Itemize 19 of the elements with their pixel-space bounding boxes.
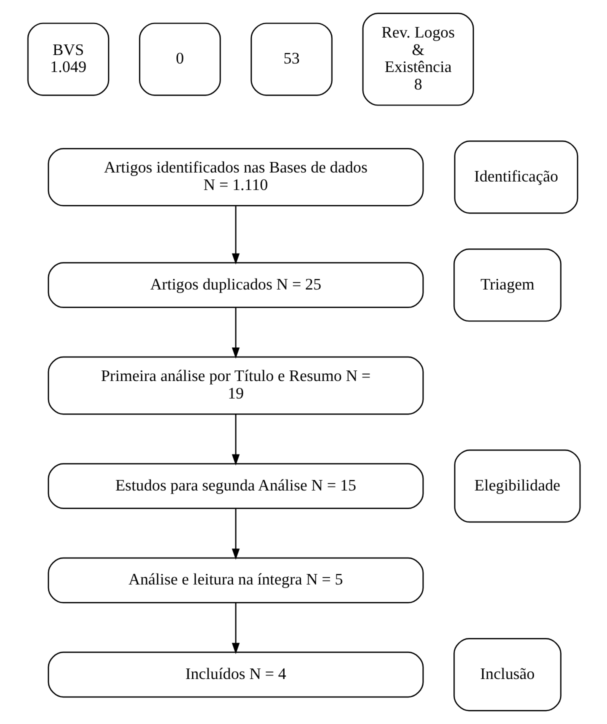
node-box: BVS 1.049 bbox=[26, 22, 109, 96]
node-box: 53 bbox=[250, 22, 332, 96]
node-box: Identificação bbox=[454, 140, 578, 214]
node-box: Artigos identificados nas Bases de dados N = 1.110 bbox=[47, 148, 424, 206]
node-box: 0 bbox=[138, 22, 220, 96]
node-box: Primeira análise por Título e Resumo N = 19 bbox=[47, 356, 424, 415]
node-box: Triagem bbox=[453, 248, 561, 322]
arrow bbox=[231, 602, 240, 654]
node-box: Artigos duplicados N = 25 bbox=[47, 262, 424, 308]
node-box: Incluídos N = 4 bbox=[47, 652, 424, 698]
node-box: Elegibilidade bbox=[454, 449, 580, 523]
node-box: Inclusão bbox=[453, 638, 561, 712]
arrow bbox=[231, 414, 240, 466]
node-box: Rev. Logos & Existência 8 bbox=[362, 12, 474, 106]
arrow bbox=[231, 508, 240, 560]
node-box: Análise e leitura na íntegra N = 5 bbox=[47, 557, 424, 604]
node-box: Estudos para segunda Análise N = 15 bbox=[47, 463, 424, 510]
arrow bbox=[231, 308, 240, 359]
arrow bbox=[231, 206, 240, 265]
